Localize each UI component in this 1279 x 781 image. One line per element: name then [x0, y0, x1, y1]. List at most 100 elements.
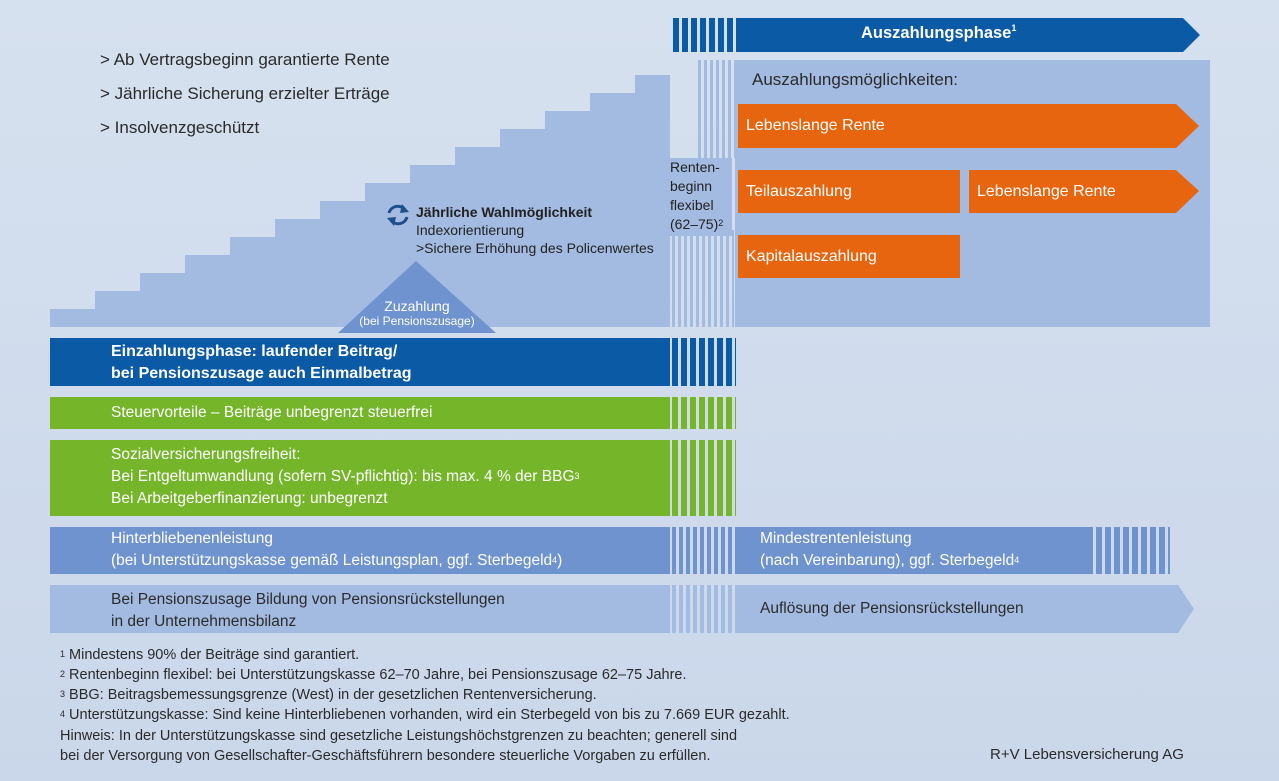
hatch-stripe [726, 440, 732, 516]
annual-choice: Jährliche Wahlmöglichkeit Indexorientier… [416, 203, 654, 257]
hatch-stripe [682, 18, 688, 52]
footnote-3: 3 BBG: Beitragsbemessungsgrenze (West) i… [60, 687, 597, 703]
hatch-stripe [699, 440, 705, 516]
hatch-stripe [716, 60, 719, 158]
hatch-stripe [708, 397, 714, 429]
hatch-stripe [679, 585, 683, 633]
social-bar [50, 440, 670, 516]
hatch-stripe [690, 440, 696, 516]
feature-insolvency: > Insolvenzgeschützt [100, 118, 260, 137]
hatch-stripe [720, 230, 723, 327]
hatch-stripe [714, 230, 717, 327]
hatch-stripe [699, 338, 705, 386]
hatch-stripe [736, 18, 738, 52]
survivor-bar [50, 527, 670, 574]
survivor-label: Hinterbliebenenleistung (bei Unterstützu… [111, 530, 563, 569]
hatch-stripe [732, 230, 734, 327]
hatch-stripe [717, 440, 723, 516]
partial-payout-option: Teilauszahlung [738, 170, 960, 213]
hatch-stripe [1132, 527, 1138, 574]
hatch-stripe [684, 230, 687, 327]
hatch-stripe [718, 18, 724, 52]
hatch-stripe [707, 585, 711, 633]
hint-line-2: bei der Versorgung von Gesellschafter-Ge… [60, 748, 711, 764]
pay-in-bar [50, 338, 670, 386]
payout-phase-label: Auszahlungsphase1 [861, 23, 1017, 42]
hatch-stripe [681, 338, 687, 386]
hatch-stripe [721, 527, 725, 574]
provisions-release-label: Auflösung der Pensionsrückstellungen [760, 600, 1024, 617]
hatch-stripe [717, 397, 723, 429]
hatch-stripe [1150, 527, 1156, 574]
hatch-stripe [700, 18, 706, 52]
hatch-stripe [672, 440, 678, 516]
retirement-flexible-label: Renten- beginn flexibel (62–75)2 [670, 158, 732, 236]
lifelong-pension-option: Lebenslange Rente [738, 104, 1176, 148]
footnote-2: 2 Rentenbeginn flexibel: bei Unterstützu… [60, 667, 687, 683]
hatch-stripe [691, 18, 697, 52]
company-name: R+V Lebensversicherung AG [990, 746, 1184, 763]
hatch-stripe [690, 338, 696, 386]
hatch-stripe [1105, 527, 1111, 574]
hatch-stripe [708, 338, 714, 386]
release-arrow [735, 585, 1194, 633]
annual-choice-line2: >Sichere Erhöhung des Policenwertes [416, 240, 654, 256]
provisions-bar [50, 585, 670, 633]
hatch-stripe [690, 230, 693, 327]
feature-guaranteed: > Ab Vertragsbeginn garantierte Rente [100, 50, 390, 69]
hatch-stripe [693, 527, 697, 574]
hatch-stripe [727, 18, 733, 52]
hatch-stripe [672, 585, 676, 633]
annual-choice-title: Jährliche Wahlmöglichkeit [416, 204, 593, 220]
pay-in-label: Einzahlungsphase: laufender Beitrag/ bei… [111, 343, 412, 382]
partial-then-lifelong-option: Lebenslange Rente [969, 170, 1176, 213]
hatch-stripe [726, 397, 732, 429]
hatch-stripe [681, 440, 687, 516]
capital-payout-option: Kapitalauszahlung [738, 235, 960, 278]
hatch-stripe [693, 585, 697, 633]
top-up-label: Zuzahlung (bei Pensionszusage) [359, 298, 475, 328]
min-pension-bar [735, 527, 1093, 574]
refresh-icon [387, 204, 409, 226]
hatch-stripe [714, 527, 718, 574]
footnote-1: 1 Mindestens 90% der Beiträge sind garan… [60, 647, 360, 663]
hatch-stripe [726, 338, 732, 386]
hatch-stripe [726, 230, 729, 327]
staircase [50, 75, 670, 327]
hatch-stripe [709, 18, 715, 52]
hatch-stripe [722, 60, 725, 158]
payout-options-heading: Auszahlungsmöglichkeiten: [752, 70, 959, 89]
hatch-stripe [700, 527, 704, 574]
hatch-stripe [735, 440, 736, 516]
hatch-stripe [735, 397, 736, 429]
hatch-stripe [686, 585, 690, 633]
hatch-stripe [728, 585, 732, 633]
hatch-stripe [728, 60, 731, 158]
hint-line-1: Hinweis: In der Unterstützungskasse sind… [60, 728, 738, 744]
hatch-stripe [710, 60, 713, 158]
min-pension-label: Mindestrentenleistung (nach Vereinbarung… [760, 530, 1020, 569]
hatch-stripe [672, 338, 678, 386]
social-label: Sozialversicherungsfreiheit: Bei Entgelt… [111, 446, 580, 507]
hatch-stripe [696, 230, 699, 327]
hatch-stripe [728, 527, 732, 574]
hatch-stripe [700, 585, 704, 633]
hatch-stripe [673, 18, 679, 52]
top-up-triangle [338, 261, 496, 333]
annual-choice-line1: Indexorientierung [416, 222, 525, 238]
hatch-stripe [708, 230, 711, 327]
hatch-stripe [735, 338, 736, 386]
hatch-stripe [1159, 527, 1165, 574]
hatch-stripe [672, 230, 675, 327]
hatch-stripe [1168, 527, 1170, 574]
hatch-stripe [672, 397, 678, 429]
hatch-stripe [707, 527, 711, 574]
hatch-stripe [672, 527, 676, 574]
footnote-4: 4 Unterstützungskasse: Sind keine Hinter… [60, 707, 790, 723]
hatch-stripe [1123, 527, 1129, 574]
hatch-stripe [679, 527, 683, 574]
hatch-stripe [681, 397, 687, 429]
tax-bar [50, 397, 670, 429]
